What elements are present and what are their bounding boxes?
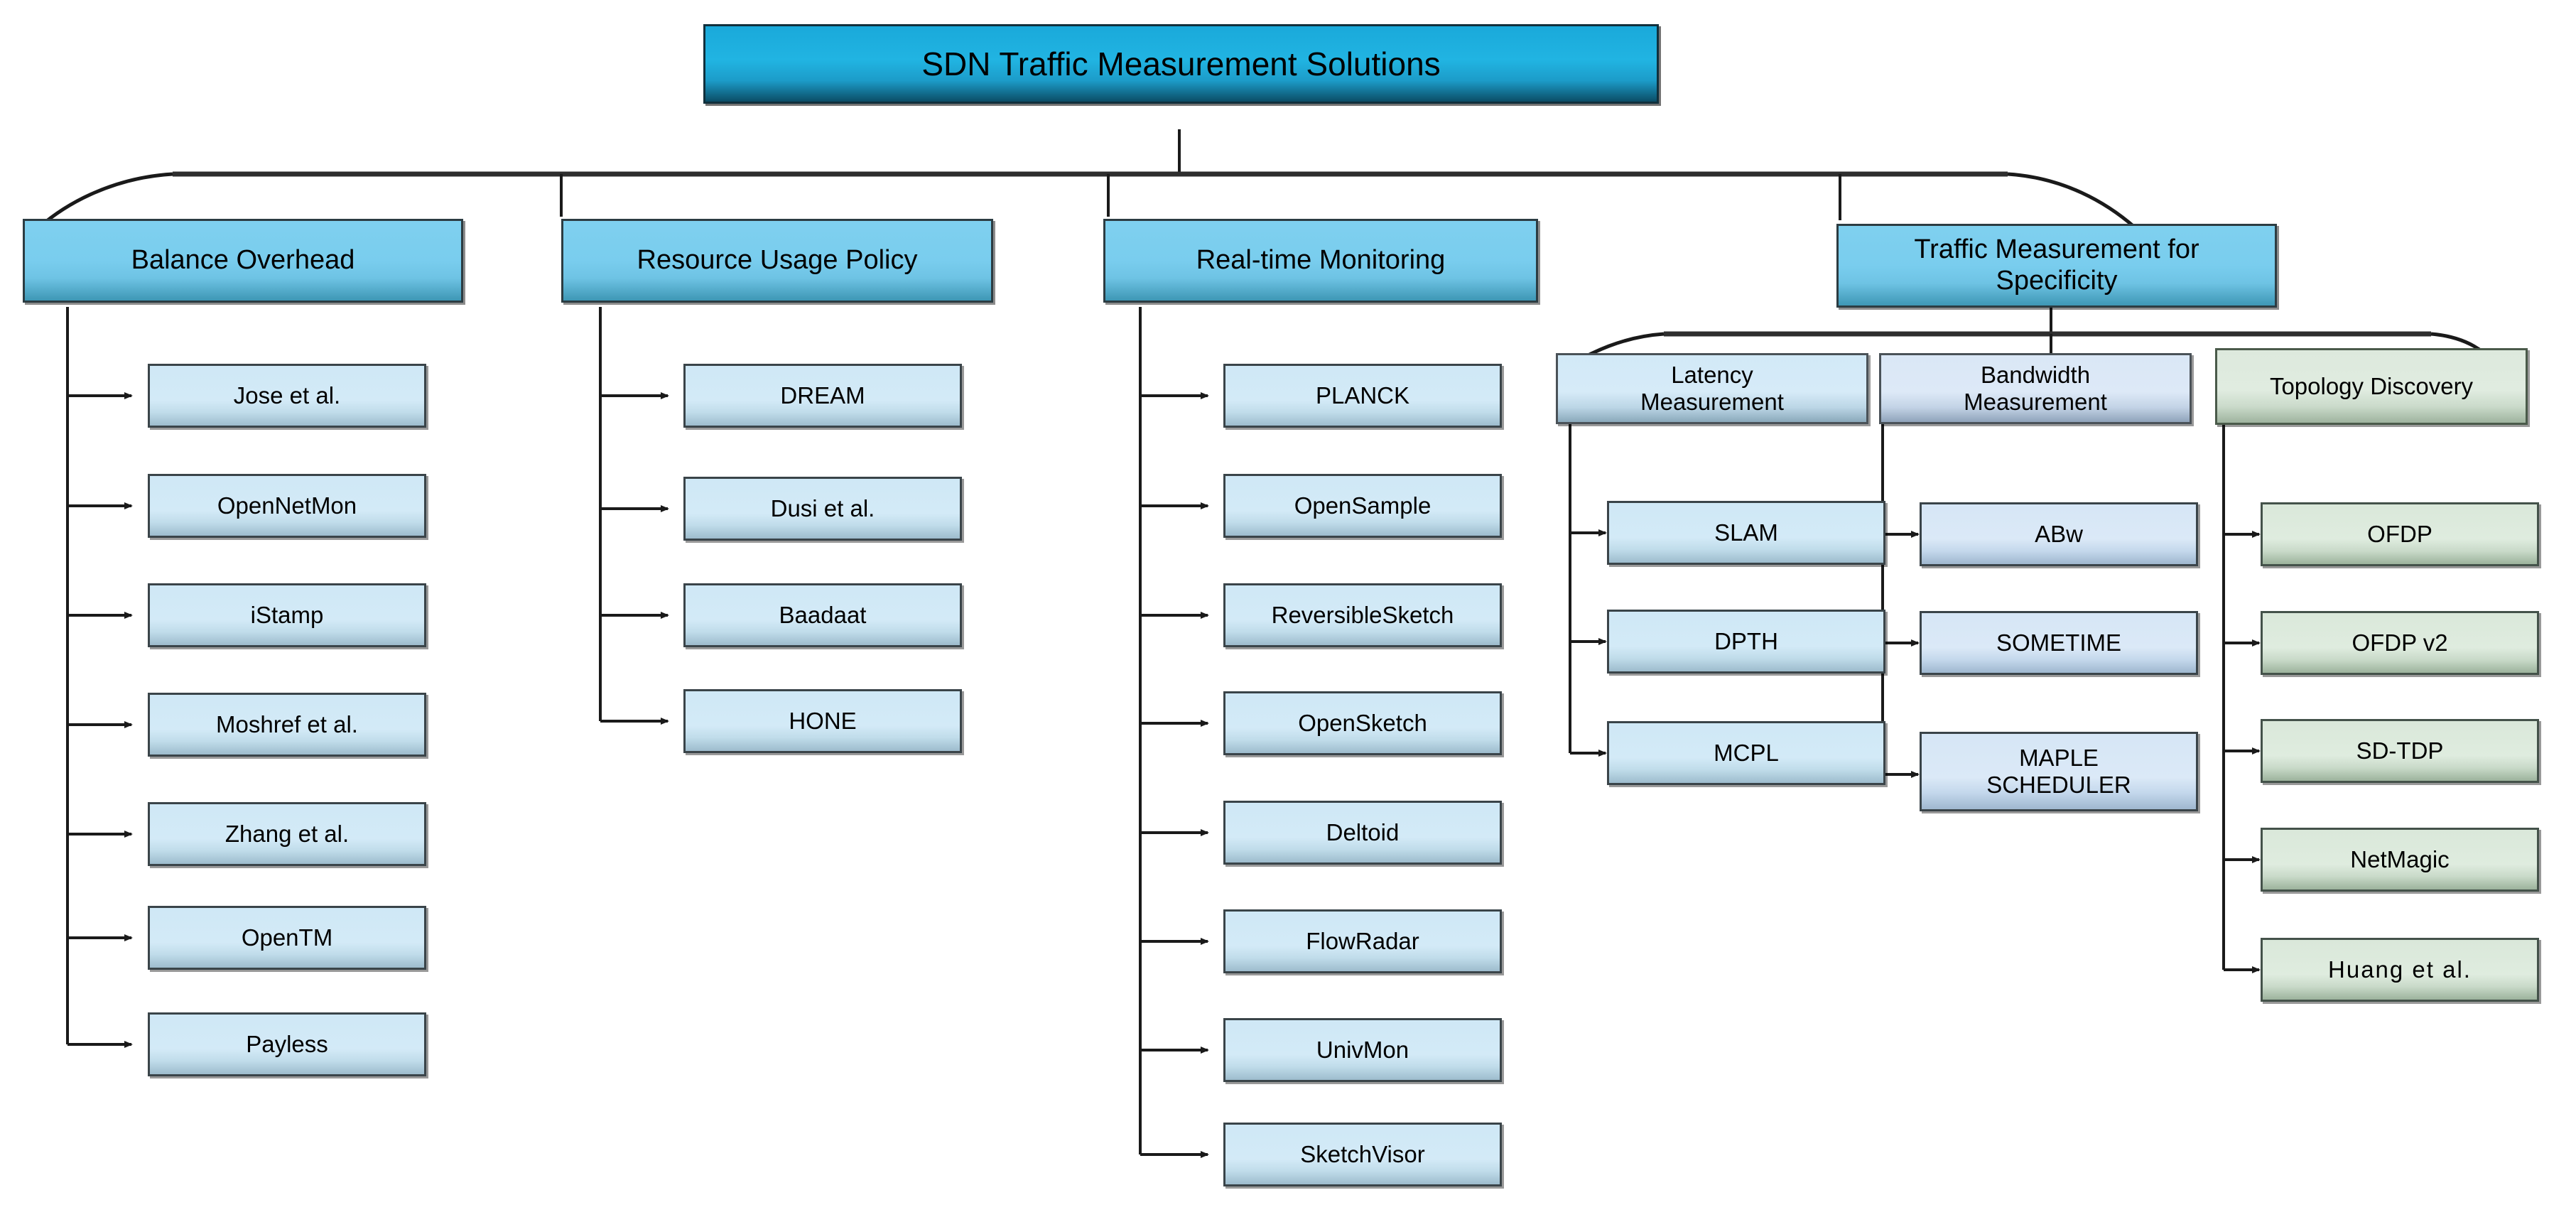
root-node-sdn-traffic-measurement-solutions[interactable]: SDN Traffic Measurement Solutions xyxy=(703,24,1659,104)
leaf-label: NetMagic xyxy=(2350,846,2450,873)
leaf-moshref-et-al[interactable]: Moshref et al. xyxy=(148,693,426,757)
leaf-dusi-et-al[interactable]: Dusi et al. xyxy=(683,477,962,541)
leaf-abw[interactable]: ABw xyxy=(1920,502,2198,566)
leaf-label: iStamp xyxy=(250,602,324,629)
leaf-label: Deltoid xyxy=(1326,819,1400,846)
leaf-reversiblesketch[interactable]: ReversibleSketch xyxy=(1223,583,1502,647)
leaf-label: Huang et al. xyxy=(2328,956,2472,983)
leaf-jose-et-al[interactable]: Jose et al. xyxy=(148,364,426,428)
subcategory-label-line2: Measurement xyxy=(1640,389,1784,415)
leaf-label: PLANCK xyxy=(1315,382,1410,409)
leaf-slam[interactable]: SLAM xyxy=(1607,501,1885,565)
leaf-label: Jose et al. xyxy=(233,382,341,409)
leaf-label: SLAM xyxy=(1714,519,1778,546)
category-label-line1: Traffic Measurement for xyxy=(1914,234,2199,265)
leaf-label: OpenTM xyxy=(241,924,333,951)
leaf-deltoid[interactable]: Deltoid xyxy=(1223,801,1502,865)
leaf-opennetmon[interactable]: OpenNetMon xyxy=(148,474,426,538)
leaf-label: HONE xyxy=(789,708,857,735)
leaf-netmagic[interactable]: NetMagic xyxy=(2261,828,2539,892)
leaf-label: OpenNetMon xyxy=(217,492,357,519)
category-real-time-monitoring[interactable]: Real-time Monitoring xyxy=(1103,219,1538,303)
leaf-label: OpenSketch xyxy=(1298,710,1427,737)
leaf-sometime[interactable]: SOMETIME xyxy=(1920,611,2198,675)
leaf-istamp[interactable]: iStamp xyxy=(148,583,426,647)
leaf-dpth[interactable]: DPTH xyxy=(1607,610,1885,674)
leaf-label: SOMETIME xyxy=(1996,629,2121,656)
leaf-opentm[interactable]: OpenTM xyxy=(148,906,426,970)
leaf-zhang-et-al[interactable]: Zhang et al. xyxy=(148,802,426,866)
leaf-label: Dusi et al. xyxy=(770,495,875,522)
leaf-label: SD-TDP xyxy=(2356,737,2444,764)
leaf-label: MCPL xyxy=(1714,740,1779,767)
subcategory-label-line2: Measurement xyxy=(1964,389,2107,415)
leaf-label: Moshref et al. xyxy=(216,711,358,738)
root-node-label: SDN Traffic Measurement Solutions xyxy=(921,45,1441,82)
leaf-hone[interactable]: HONE xyxy=(683,689,962,753)
leaf-label: Baadaat xyxy=(779,602,867,629)
subcategory-label-line1: Latency xyxy=(1671,362,1753,389)
leaf-label: DREAM xyxy=(780,382,865,409)
leaf-label: ABw xyxy=(2035,521,2083,548)
leaf-label: OpenSample xyxy=(1294,492,1432,519)
leaf-label: FlowRadar xyxy=(1306,928,1419,955)
leaf-sd-tdp[interactable]: SD-TDP xyxy=(2261,719,2539,783)
leaf-label: Zhang et al. xyxy=(224,821,350,848)
leaf-maple-scheduler[interactable]: MAPLE SCHEDULER xyxy=(1920,732,2198,811)
leaf-planck[interactable]: PLANCK xyxy=(1223,364,1502,428)
leaf-label-line1: MAPLE xyxy=(2019,745,2099,772)
subcategory-label-line1: Bandwidth xyxy=(1980,362,2091,389)
leaf-label: UnivMon xyxy=(1316,1037,1409,1064)
subcategory-latency-measurement[interactable]: Latency Measurement xyxy=(1556,353,1868,424)
leaf-label: SketchVisor xyxy=(1300,1141,1425,1168)
leaf-ofdp-v2[interactable]: OFDP v2 xyxy=(2261,611,2539,675)
leaf-huang-et-al[interactable]: Huang et al. xyxy=(2261,938,2539,1002)
category-balance-overhead[interactable]: Balance Overhead xyxy=(23,219,463,303)
leaf-sketchvisor[interactable]: SketchVisor xyxy=(1223,1123,1502,1186)
leaf-univmon[interactable]: UnivMon xyxy=(1223,1018,1502,1082)
category-label: Resource Usage Policy xyxy=(637,245,918,276)
leaf-opensample[interactable]: OpenSample xyxy=(1223,474,1502,538)
leaf-label: DPTH xyxy=(1714,628,1778,655)
leaf-mcpl[interactable]: MCPL xyxy=(1607,721,1885,785)
leaf-flowradar[interactable]: FlowRadar xyxy=(1223,909,1502,973)
category-label: Balance Overhead xyxy=(131,245,355,276)
leaf-label: OFDP v2 xyxy=(2352,629,2448,656)
leaf-label-line2: SCHEDULER xyxy=(1986,772,2131,798)
leaf-dream[interactable]: DREAM xyxy=(683,364,962,428)
subcategory-bandwidth-measurement[interactable]: Bandwidth Measurement xyxy=(1879,353,2192,424)
leaf-label: OFDP xyxy=(2367,521,2432,548)
leaf-opensketch[interactable]: OpenSketch xyxy=(1223,691,1502,755)
subcategory-topology-discovery[interactable]: Topology Discovery xyxy=(2215,348,2528,425)
category-traffic-measurement-for-specificity[interactable]: Traffic Measurement for Specificity xyxy=(1836,224,2277,308)
subcategory-label: Topology Discovery xyxy=(2269,373,2474,400)
category-label-line2: Specificity xyxy=(1996,266,2118,296)
leaf-ofdp[interactable]: OFDP xyxy=(2261,502,2539,566)
category-resource-usage-policy[interactable]: Resource Usage Policy xyxy=(561,219,993,303)
leaf-label: Payless xyxy=(246,1031,328,1058)
category-label: Real-time Monitoring xyxy=(1196,245,1446,276)
leaf-label: ReversibleSketch xyxy=(1271,602,1454,629)
leaf-payless[interactable]: Payless xyxy=(148,1012,426,1076)
leaf-baadaat[interactable]: Baadaat xyxy=(683,583,962,647)
